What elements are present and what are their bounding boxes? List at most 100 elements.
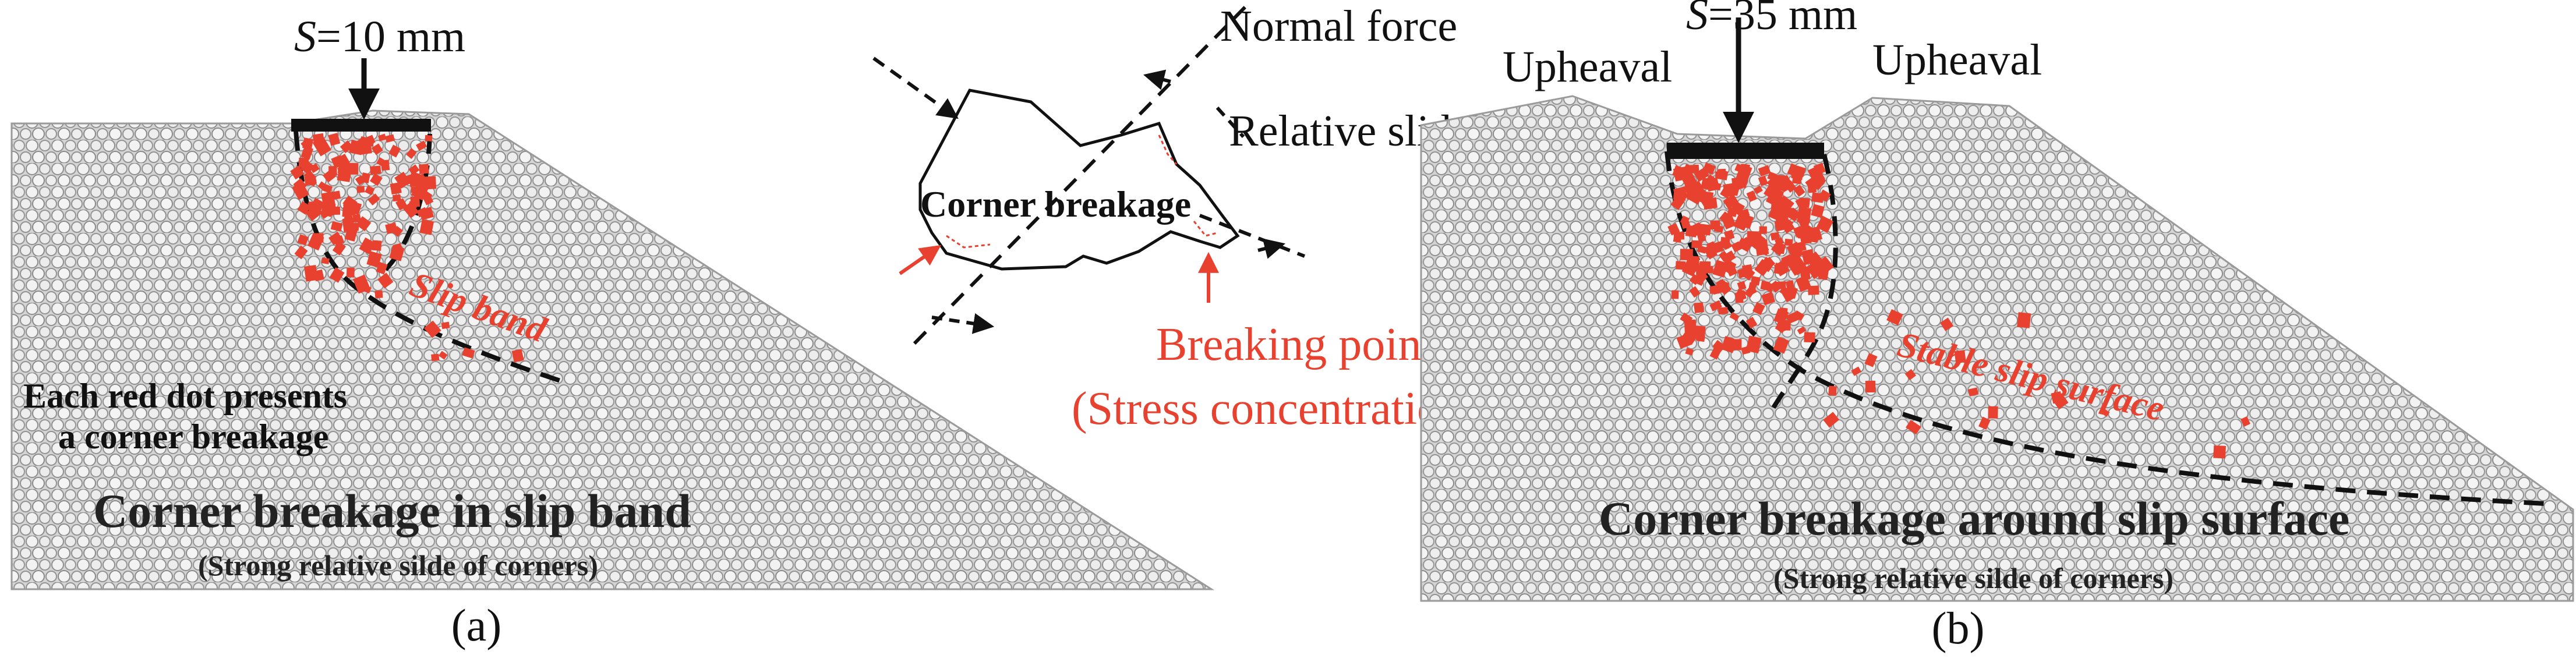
breakage-dot (1968, 387, 1979, 397)
breakage-dot (1776, 214, 1789, 226)
breakage-dot (359, 237, 376, 255)
breakage-dot (1818, 268, 1829, 281)
breakage-dot (423, 320, 441, 338)
load-plate-b (1667, 143, 1824, 159)
breakage-dot (1865, 380, 1876, 393)
breakage-dot (356, 186, 365, 193)
breakage-dot (1729, 312, 1740, 321)
breakage-dot (1813, 162, 1826, 175)
breakage-dot (419, 207, 434, 221)
breakage-dot (344, 228, 358, 242)
breakage-dot (1782, 206, 1796, 219)
upheaval-right-label: Upheaval (1872, 36, 2042, 84)
breakage-dot (1828, 385, 1837, 396)
breakage-dot (1758, 175, 1768, 186)
breakage-dot (293, 178, 307, 192)
breakage-dot (1673, 233, 1682, 243)
note-line1-a: Each red dot presents (23, 377, 347, 415)
breakage-dot (1710, 220, 1721, 230)
breakage-dot (1737, 267, 1751, 279)
load-plate-a (291, 119, 431, 132)
load-label-b: S=35 mm (1686, 0, 1857, 39)
breakage-dot (1759, 226, 1767, 234)
breakage-dot (1746, 190, 1757, 202)
breakage-dot (1769, 280, 1782, 293)
stress-concentration-label: (Stress concentration) (1072, 383, 1479, 434)
note-line2-a: a corner breakage (58, 417, 328, 456)
breakage-dot (1738, 208, 1750, 219)
breakage-dot (1705, 177, 1720, 192)
breakage-dot (1738, 178, 1748, 189)
slip-surface-outer-b (1665, 151, 2546, 506)
relative-slide-arrow-top (1143, 69, 1171, 90)
breakage-dot (1745, 335, 1762, 354)
breakage-dot (438, 351, 448, 360)
panel-a: S=10 mm Slip band Each red dot presents … (10, 12, 1215, 650)
normal-force-arrow-top (872, 56, 959, 119)
red-arrow-left (899, 245, 941, 275)
breakage-dot (298, 157, 309, 168)
breakage-dot (1805, 251, 1824, 270)
breakage-dot (1752, 302, 1765, 316)
breakage-dot (1784, 180, 1797, 193)
breakage-dot (342, 217, 355, 233)
breakage-dot (1779, 307, 1788, 314)
load-label-a: S=10 mm (294, 12, 465, 61)
breakage-dot (332, 190, 341, 200)
breakage-dot (393, 194, 401, 202)
breakage-dot (328, 133, 341, 146)
breakage-dot (1816, 215, 1833, 233)
particle-outline (918, 88, 1240, 271)
breakage-dot (370, 165, 381, 175)
breakage-dot (1704, 245, 1718, 260)
breakage-dot (1680, 249, 1693, 261)
bottom-slide-arrow (931, 313, 995, 334)
breakage-dot (1753, 185, 1763, 194)
breakage-dot (385, 134, 395, 143)
breakage-dot (1717, 280, 1732, 295)
breakage-dot (1797, 207, 1812, 224)
breakage-dot (421, 190, 433, 201)
breakage-dot (321, 199, 336, 214)
breaking-point-label: Breaking point (1156, 319, 1434, 370)
breakage-dot (392, 225, 403, 237)
breakage-dot (390, 182, 402, 195)
breakage-dot (1670, 196, 1685, 210)
corner-break-left (946, 235, 991, 249)
breakage-dot (371, 143, 383, 155)
breakage-dot (1712, 260, 1729, 278)
breakage-dot (412, 174, 429, 190)
breakage-dot (328, 231, 343, 246)
breakage-dot (362, 285, 372, 294)
caption-sub-b: (Strong relative silde of corners) (1773, 562, 2174, 594)
breakage-dot (1939, 317, 1954, 331)
breakage-dot (1773, 336, 1789, 354)
normal-force-line (913, 4, 1248, 345)
breakage-dot (1811, 174, 1826, 190)
breakage-dot (1735, 296, 1744, 303)
upheaval-left-label: Upheaval (1503, 43, 1672, 91)
breakage-dot (1745, 317, 1758, 329)
breakage-dot (1904, 369, 1917, 381)
breakage-dot (406, 148, 417, 160)
breakage-dot (1851, 366, 1862, 376)
breakage-dot (1689, 286, 1701, 298)
breakage-dot (368, 193, 380, 206)
breakage-dot (1723, 194, 1739, 210)
breakage-dot (1719, 211, 1733, 225)
breakage-dot (1702, 162, 1716, 175)
breakage-dot (331, 155, 345, 169)
breakage-dot (1760, 280, 1770, 291)
breakage-dot (346, 267, 355, 278)
breakage-dot (1709, 300, 1722, 311)
breakage-dot (1675, 261, 1686, 270)
breakage-dot (1807, 285, 1819, 295)
breakage-dot (1682, 334, 1692, 343)
breakage-dot (308, 232, 324, 251)
breakage-dot (1785, 280, 1795, 291)
breakage-dot (317, 181, 329, 192)
breakage-dots-a (290, 133, 524, 363)
breakage-dot (363, 139, 374, 147)
breakage-dot (1691, 240, 1702, 249)
breakage-dot (1712, 339, 1726, 353)
